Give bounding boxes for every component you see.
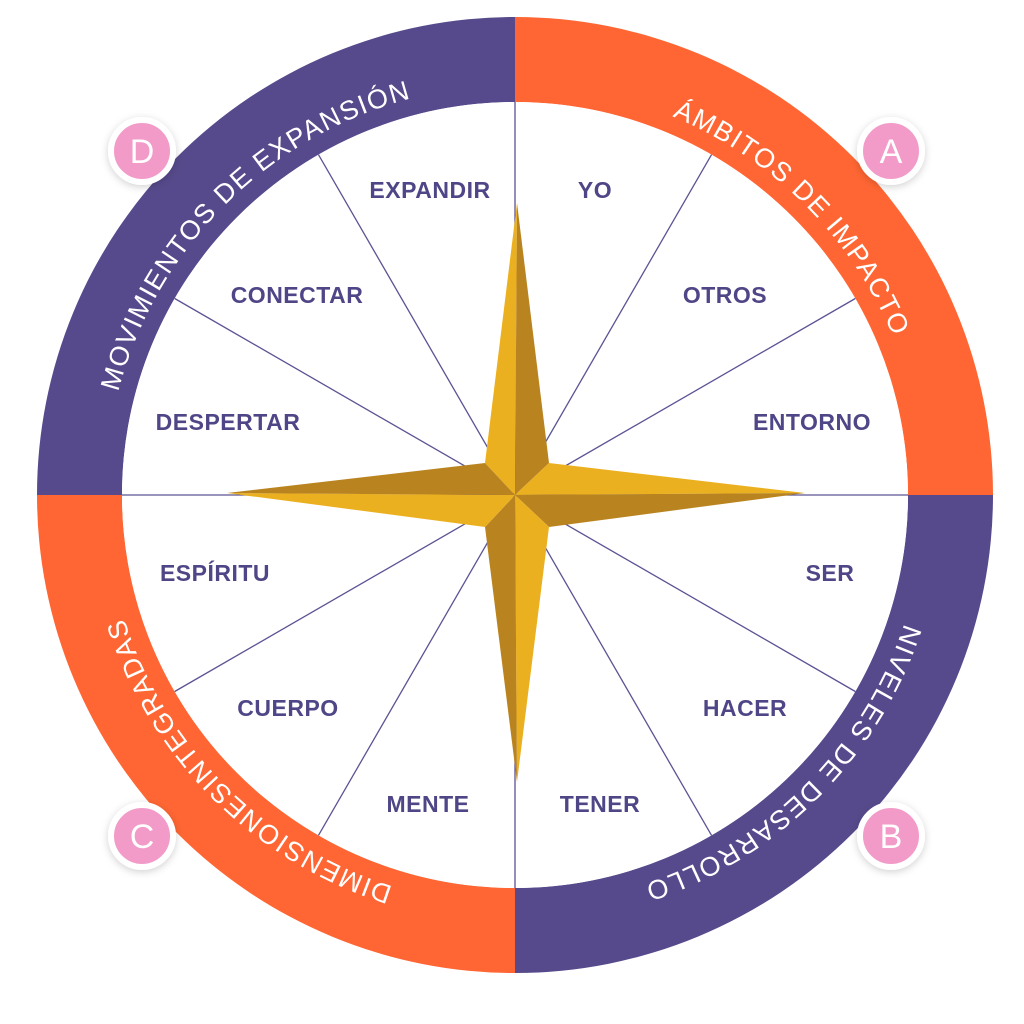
star-east-top bbox=[515, 463, 805, 495]
segment-label-hacer: HACER bbox=[703, 695, 787, 721]
star-north-right bbox=[515, 203, 549, 495]
star-west-top bbox=[227, 463, 515, 495]
ring-segment-b bbox=[515, 495, 993, 973]
star-east-bottom bbox=[515, 493, 805, 527]
segment-label-conectar: CONECTAR bbox=[231, 282, 364, 308]
divider-30 bbox=[514, 154, 713, 496]
badge-a: A bbox=[857, 117, 925, 185]
segment-label-tener: TENER bbox=[560, 791, 640, 817]
badge-c-letter: C bbox=[130, 818, 155, 856]
star-south-left bbox=[485, 495, 517, 782]
segment-label-mente: MENTE bbox=[387, 791, 470, 817]
badge-b-letter: B bbox=[880, 818, 903, 856]
segment-label-cuerpo: CUERPO bbox=[237, 695, 338, 721]
segment-label-ser: SER bbox=[806, 560, 855, 586]
ring-segment-c bbox=[37, 495, 515, 973]
star-north-left bbox=[485, 203, 517, 495]
segment-labels: YO OTROS ENTORNO SER HACER TENER MENTE C… bbox=[156, 177, 871, 817]
badge-b-circle bbox=[857, 802, 925, 870]
star-west-bottom bbox=[227, 493, 515, 527]
segment-label-otros: OTROS bbox=[683, 282, 767, 308]
divider-210 bbox=[317, 494, 516, 836]
segment-label-despertar: DESPERTAR bbox=[156, 409, 301, 435]
divider-150 bbox=[514, 494, 713, 836]
badge-c-circle bbox=[108, 802, 176, 870]
ring-segment-d bbox=[37, 17, 515, 495]
ring-segment-a bbox=[515, 17, 993, 495]
badge-c: C bbox=[108, 802, 176, 870]
star-south-right bbox=[515, 495, 549, 782]
badge-a-letter: A bbox=[880, 133, 903, 171]
divider-120 bbox=[514, 494, 856, 693]
divider-240 bbox=[174, 494, 516, 693]
badge-b: B bbox=[857, 802, 925, 870]
divider-60 bbox=[514, 297, 856, 496]
segment-label-espiritu: ESPÍRITU bbox=[160, 559, 270, 586]
badge-d: D bbox=[108, 117, 176, 185]
divider-300 bbox=[174, 297, 516, 496]
segment-label-entorno: ENTORNO bbox=[753, 409, 871, 435]
badge-a-circle bbox=[857, 117, 925, 185]
badge-d-circle bbox=[108, 117, 176, 185]
segment-label-yo: YO bbox=[578, 177, 612, 203]
segment-label-expandir: EXPANDIR bbox=[369, 177, 490, 203]
quadrant-badges: D A C B bbox=[108, 117, 925, 870]
badge-d-letter: D bbox=[130, 133, 155, 171]
outer-ring bbox=[37, 17, 993, 973]
divider-330 bbox=[317, 154, 516, 496]
compass-star-icon bbox=[227, 203, 805, 782]
